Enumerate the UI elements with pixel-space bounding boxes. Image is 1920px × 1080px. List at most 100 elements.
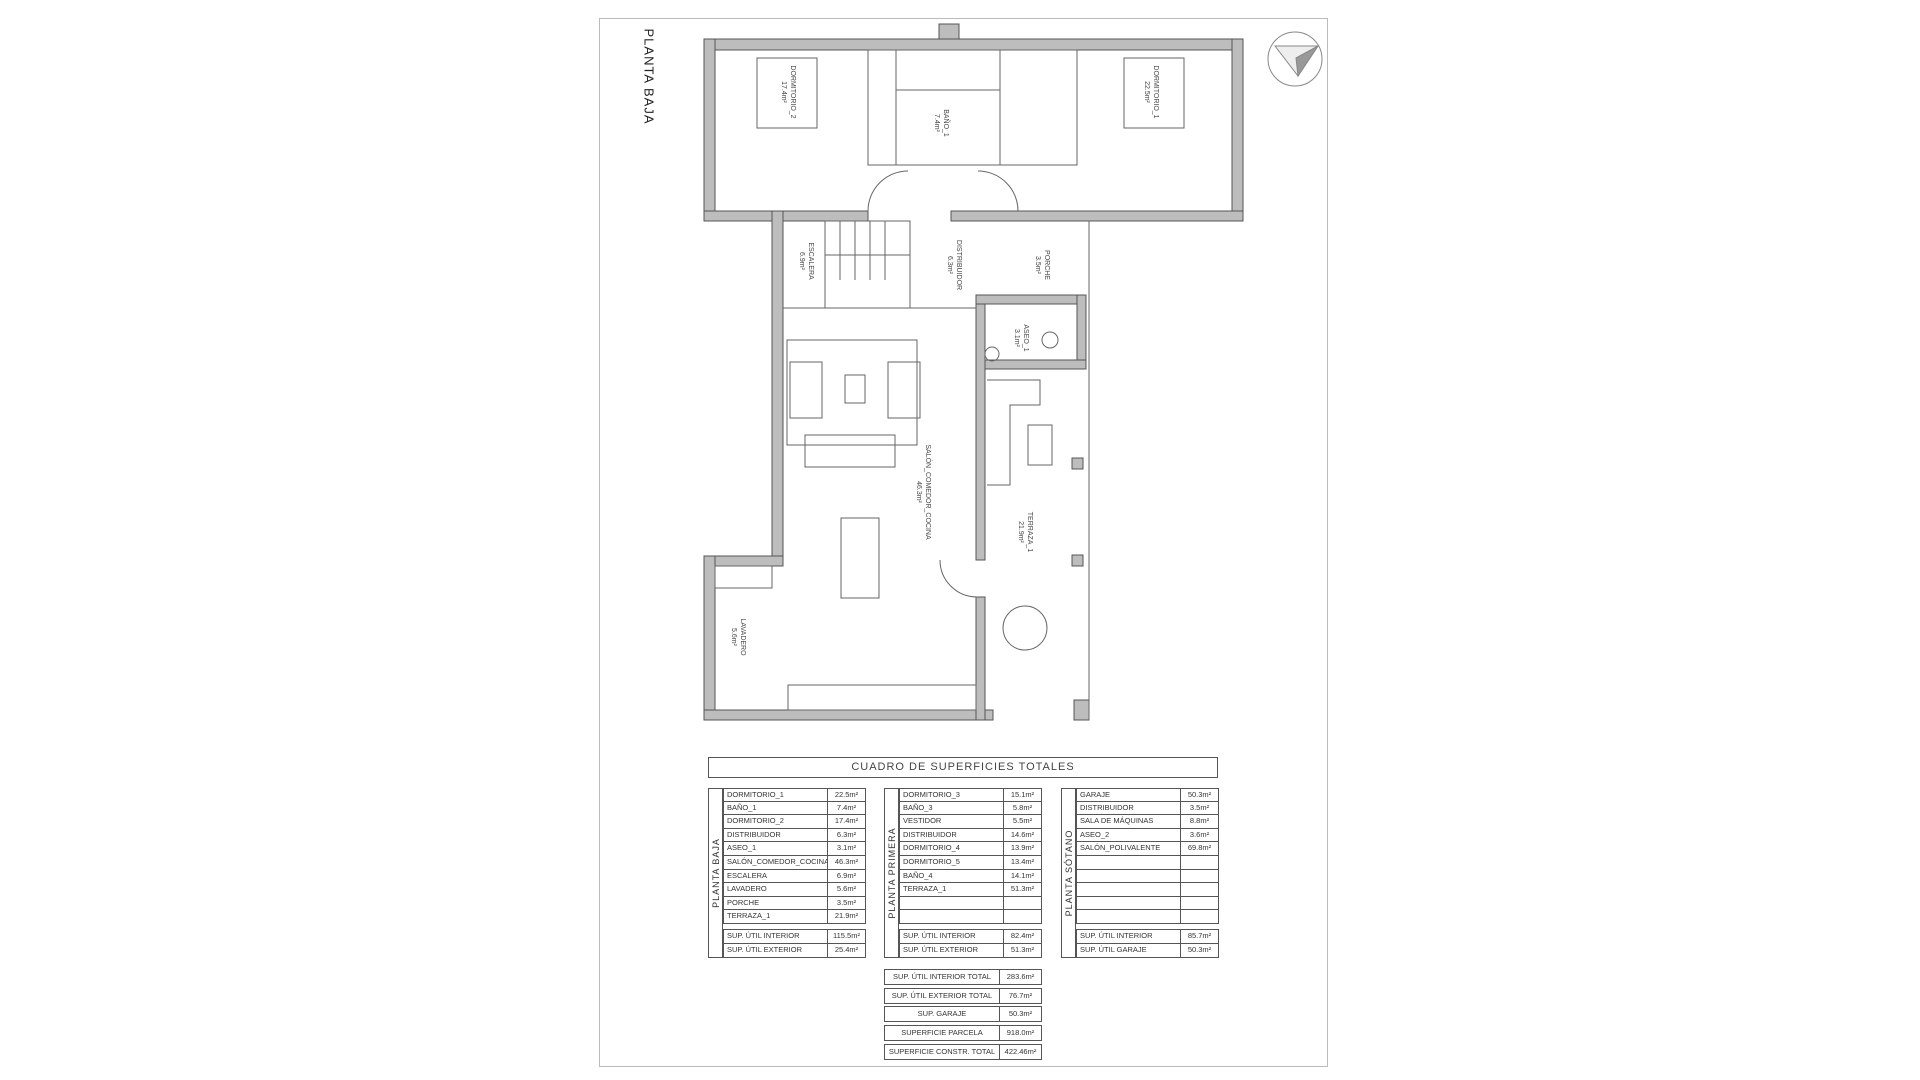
floor-label-text: PLANTA SÓTANO bbox=[1063, 829, 1074, 917]
room-area: 3.5m² bbox=[836, 897, 857, 907]
room-area: 51.3m² bbox=[1010, 884, 1035, 894]
room-name: LAVADERO bbox=[724, 883, 828, 896]
table-row: LAVADERO 5.6m² bbox=[723, 883, 866, 897]
table-row: DISTRIBUIDOR 6.3m² bbox=[723, 828, 866, 843]
floor-label-text: PLANTA BAJA bbox=[710, 838, 721, 908]
summary-name: SUP. ÚTIL EXTERIOR bbox=[900, 943, 1004, 957]
room-area: 7.4m² bbox=[836, 802, 857, 812]
room-name: BAÑO_4 bbox=[900, 869, 1004, 883]
table-row: ASEO_2 3.6m² bbox=[1076, 828, 1219, 843]
room-name: DISTRIBUIDOR bbox=[900, 828, 1004, 842]
total-value: 50.3m² bbox=[1008, 1009, 1033, 1019]
table-row: DORMITORIO_5 13.4m² bbox=[899, 855, 1042, 870]
summary-value: 25.4m² bbox=[834, 944, 859, 954]
summary-value: 85.7m² bbox=[1187, 931, 1212, 940]
room-name: DORMITORIO_1 bbox=[724, 789, 828, 801]
room-name: TERRAZA_1 bbox=[724, 910, 828, 923]
floor-label: PLANTA PRIMERA bbox=[884, 788, 899, 958]
room-name: DISTRIBUIDOR bbox=[1077, 801, 1181, 815]
summary-row: SUP. ÚTIL GARAJE 50.3m² bbox=[1076, 943, 1219, 958]
table-row: DORMITORIO_2 17.4m² bbox=[723, 815, 866, 829]
total-name: SUPERFICIE CONSTR. TOTAL bbox=[885, 1044, 1000, 1059]
total-name: SUP. ÚTIL EXTERIOR TOTAL bbox=[885, 988, 1000, 1003]
empty-row bbox=[1076, 910, 1219, 924]
room-area: 5.6m² bbox=[836, 884, 857, 894]
walls bbox=[703, 23, 1244, 721]
room-area: 5.8m² bbox=[1012, 802, 1033, 812]
empty-row bbox=[1076, 855, 1219, 870]
room-name: BAÑO_1 bbox=[724, 801, 828, 815]
room-name: DISTRIBUIDOR bbox=[724, 828, 828, 842]
room-area: 13.4m² bbox=[1010, 856, 1035, 866]
summary-name: SUP. ÚTIL EXTERIOR bbox=[724, 943, 828, 957]
drawing-sheet bbox=[599, 18, 1328, 1067]
stairs bbox=[824, 220, 911, 309]
total-name: SUP. GARAJE bbox=[885, 1007, 1000, 1022]
summary-name: SUP. ÚTIL INTERIOR bbox=[724, 930, 828, 943]
summary-value: 50.3m² bbox=[1187, 944, 1212, 954]
empty-row bbox=[1076, 883, 1219, 897]
table-row: SALÓN_POLIVALENTE 69.8m² bbox=[1076, 842, 1219, 856]
floor-label: PLANTA BAJA bbox=[708, 788, 723, 958]
room-name: VESTIDOR bbox=[900, 815, 1004, 828]
sofa-set bbox=[786, 339, 921, 468]
dining-table bbox=[840, 517, 880, 599]
room-name: ASEO_2 bbox=[1077, 828, 1181, 842]
room-area: 8.8m² bbox=[1189, 816, 1210, 826]
floor-label-text: PLANTA PRIMERA bbox=[886, 827, 897, 919]
table-row: TERRAZA_1 51.3m² bbox=[899, 883, 1042, 897]
summary-value: 82.4m² bbox=[1010, 931, 1035, 940]
total-name: SUP. ÚTIL INTERIOR TOTAL bbox=[885, 970, 1000, 984]
room-name: PORCHE bbox=[724, 896, 828, 910]
room-area: 46.3m² bbox=[834, 856, 859, 866]
terrace-sofa bbox=[987, 379, 1053, 651]
room-name: TERRAZA_1 bbox=[900, 883, 1004, 896]
summary-row: SUP. ÚTIL EXTERIOR 25.4m² bbox=[723, 943, 866, 958]
room-name: DORMITORIO_5 bbox=[900, 855, 1004, 869]
room-name: SALÓN_POLIVALENTE bbox=[1077, 842, 1181, 855]
summary-name: SUP. ÚTIL INTERIOR bbox=[900, 930, 1004, 943]
compass-icon bbox=[1267, 31, 1323, 87]
empty-row bbox=[899, 896, 1042, 911]
table-row: SALÓN_COMEDOR_COCINA 46.3m² bbox=[723, 855, 866, 870]
empty-row bbox=[899, 910, 1042, 924]
room-area: 13.9m² bbox=[1010, 843, 1035, 853]
total-value: 283.6m² bbox=[1006, 972, 1035, 981]
table-row: BAÑO_1 7.4m² bbox=[723, 801, 866, 816]
table-row: PORCHE 3.5m² bbox=[723, 896, 866, 911]
empty-row bbox=[1076, 869, 1219, 884]
room-name: SALÓN_COMEDOR_COCINA bbox=[724, 855, 828, 869]
interior-lines bbox=[714, 49, 1185, 720]
room-name: DORMITORIO_2 bbox=[724, 815, 828, 828]
room-area: 14.6m² bbox=[1010, 829, 1035, 839]
room-area: 3.6m² bbox=[1189, 829, 1210, 839]
room-area: 6.3m² bbox=[836, 829, 857, 839]
room-area: 22.5m² bbox=[834, 790, 859, 799]
room-area: 69.8m² bbox=[1187, 843, 1212, 853]
empty-row bbox=[1076, 896, 1219, 911]
table-row: DORMITORIO_1 22.5m² bbox=[723, 788, 866, 802]
total-row: SUP. ÚTIL INTERIOR TOTAL 283.6m² bbox=[884, 969, 1042, 985]
area-table: PLANTA BAJA DORMITORIO_1 22.5m² BAÑO_1 7.4m²… bbox=[708, 788, 866, 958]
room-name: ESCALERA bbox=[724, 869, 828, 883]
summary-name: SUP. ÚTIL GARAJE bbox=[1077, 943, 1181, 957]
room-area: 17.4m² bbox=[834, 816, 859, 826]
total-value: 76.7m² bbox=[1008, 990, 1033, 1000]
